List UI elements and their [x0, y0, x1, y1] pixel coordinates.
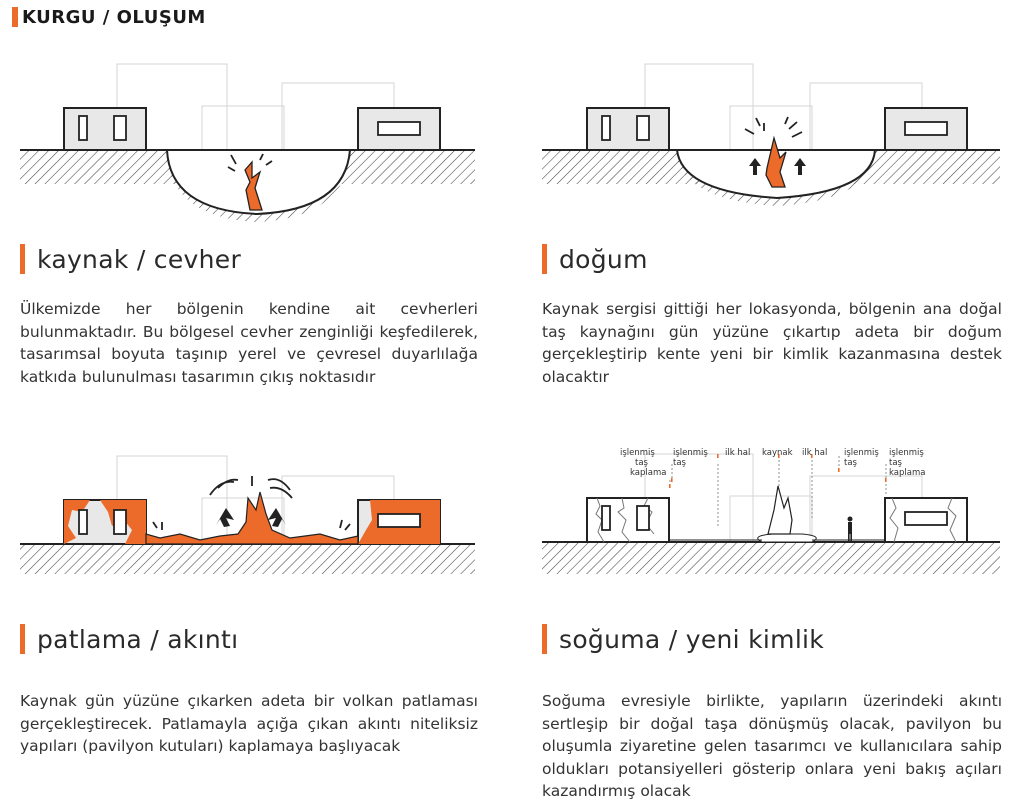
svg-text:taş: taş [673, 458, 687, 468]
spark-lines [744, 116, 803, 138]
svg-text:taş: taş [844, 458, 858, 468]
label-islenmis-tas-right: işlenmiş [844, 448, 879, 458]
stage-description-soguma: Soğuma evresiyle birlikte, yapıların üze… [542, 692, 1002, 800]
background-buildings [116, 63, 395, 151]
label-ilk-hal-right: ilk hal [802, 448, 827, 458]
pavilion-box-left [586, 497, 670, 543]
ground [542, 541, 1000, 574]
arrow-up-icon [749, 158, 806, 175]
svg-text:kaplama: kaplama [630, 468, 666, 478]
header: KURGU / OLUŞUM [12, 6, 206, 28]
spark-lines [227, 153, 273, 172]
pavilion-box-left [63, 107, 147, 151]
pavilion-box-right [884, 107, 968, 151]
ore-rising [765, 135, 787, 188]
stage-title-dogum: doğum [542, 242, 648, 276]
label-markers [669, 454, 887, 488]
diagram-dogum [542, 63, 1000, 206]
person-figure [847, 516, 853, 541]
diagram-kaynak [20, 63, 475, 222]
stage-description-kaynak: Ülkemizde her bölgenin kendine ait cevhe… [20, 300, 478, 386]
diagram-labels: işlenmiş taş kaplama işlenmiş taş ilk ha… [620, 448, 925, 478]
stage-title-soguma: soğuma / yeni kimlik [542, 622, 824, 656]
pavilion-box-right [357, 107, 441, 151]
pavilion-box-left [586, 107, 670, 151]
stone-monument [669, 485, 885, 543]
label-islenmis-tas-kaplama-left: işlenmiş [620, 448, 655, 458]
svg-text:kaplama: kaplama [889, 468, 925, 478]
svg-text:taş: taş [889, 458, 903, 468]
stage-accent-bar [542, 244, 547, 274]
diagram-soguma: işlenmiş taş kaplama işlenmiş taş ilk ha… [542, 448, 1000, 574]
header-accent-bar [12, 7, 18, 27]
pavilion-box-left [63, 499, 147, 545]
label-kaynak: kaynak [762, 448, 793, 458]
label-islenmis-tas-left: işlenmiş [673, 448, 708, 458]
diagram-patlama [20, 455, 475, 574]
lava-flow [145, 491, 359, 545]
label-islenmis-tas-kaplama-right: işlenmiş [889, 448, 924, 458]
svg-text:taş: taş [635, 458, 649, 468]
stage-title-patlama: patlama / akıntı [20, 622, 238, 656]
stage-title-kaynak: kaynak / cevher [20, 242, 241, 276]
stage-description-patlama: Kaynak gün yüzüne çıkarken adeta bir vol… [20, 692, 478, 755]
stage-accent-bar [20, 244, 25, 274]
stage-accent-bar [542, 624, 547, 654]
background-buildings [644, 63, 923, 151]
stage-description-dogum: Kaynak sergisi gittiği her lokasyonda, b… [542, 300, 1002, 386]
pavilion-box-right [357, 499, 441, 545]
arrow-outward-icon [216, 508, 286, 527]
ore-source [244, 160, 263, 211]
page-title: KURGU / OLUŞUM [22, 6, 206, 28]
stage-accent-bar [20, 624, 25, 654]
label-ilk-hal-left: ilk hal [725, 448, 750, 458]
spark-lines [152, 476, 351, 531]
pavilion-box-right [884, 497, 968, 543]
ground [20, 543, 475, 574]
